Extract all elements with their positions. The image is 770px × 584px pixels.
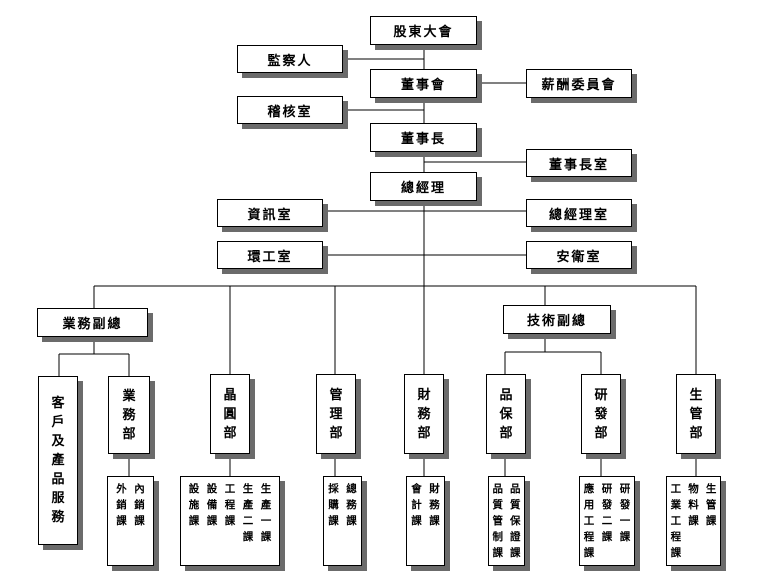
sections-sales: 內銷課外銷課 <box>107 476 154 566</box>
section-label: 工業工程課 <box>670 483 682 559</box>
node-chairman-office: 董事長室 <box>526 149 632 177</box>
sections-rnd: 研發一課研發二課應用工程課 <box>579 476 635 566</box>
node-compensation-committee: 薪酬委員會 <box>526 69 632 98</box>
node-board: 董事會 <box>370 69 477 98</box>
section-label: 內銷課 <box>134 483 145 527</box>
section-label: 物料課 <box>688 483 699 527</box>
dept-finance: 財務部 <box>404 374 444 454</box>
section-label: 生產二課 <box>242 483 254 543</box>
section-label: 品質保證課 <box>510 483 521 559</box>
sections-wafer: 生產一課生產二課工程課設備課設施課 <box>180 476 280 566</box>
sections-finance: 財務課會計課 <box>406 476 445 566</box>
section-label: 會計課 <box>411 483 422 527</box>
dept-quality-assurance: 品保部 <box>486 374 526 454</box>
sections-management: 總務課採購課 <box>323 476 362 566</box>
section-label: 財務課 <box>429 483 440 527</box>
node-chairman: 董事長 <box>370 123 477 152</box>
section-label: 採購課 <box>328 483 339 527</box>
dept-sales: 業務部 <box>108 376 150 454</box>
sections-production: 生管課物料課工業工程課 <box>666 476 721 566</box>
dept-production-control: 生管部 <box>676 374 716 454</box>
section-label: 設施課 <box>188 483 200 527</box>
dept-management: 管理部 <box>316 374 356 454</box>
node-safety-office: 安衛室 <box>526 241 632 269</box>
section-label: 研發二課 <box>601 483 613 543</box>
section-label: 生產一課 <box>260 483 272 543</box>
section-label: 設備課 <box>206 483 218 527</box>
node-it-office: 資訊室 <box>217 199 323 227</box>
dept-wafer: 晶圓部 <box>210 374 250 454</box>
section-label: 應用工程課 <box>583 483 595 559</box>
node-shareholders: 股東大會 <box>370 16 477 45</box>
node-general-manager: 總經理 <box>370 172 477 201</box>
section-label: 工程課 <box>224 483 236 527</box>
sections-quality: 品質保證課品質管制課 <box>488 476 525 566</box>
section-label: 品質管制課 <box>492 483 504 559</box>
dept-customer-service: 客戶及產品服務 <box>38 376 78 545</box>
node-gm-office: 總經理室 <box>526 199 632 227</box>
node-audit-office: 稽核室 <box>237 96 343 124</box>
section-label: 外銷課 <box>116 483 127 527</box>
section-label: 研發一課 <box>619 483 631 543</box>
section-label: 生管課 <box>705 483 717 527</box>
node-supervisor: 監察人 <box>237 45 343 73</box>
node-environmental-office: 環工室 <box>217 241 323 269</box>
section-label: 總務課 <box>346 483 357 527</box>
node-vp-technology: 技術副總 <box>503 305 611 334</box>
node-vp-business: 業務副總 <box>37 308 148 337</box>
dept-rnd: 研發部 <box>581 374 621 454</box>
